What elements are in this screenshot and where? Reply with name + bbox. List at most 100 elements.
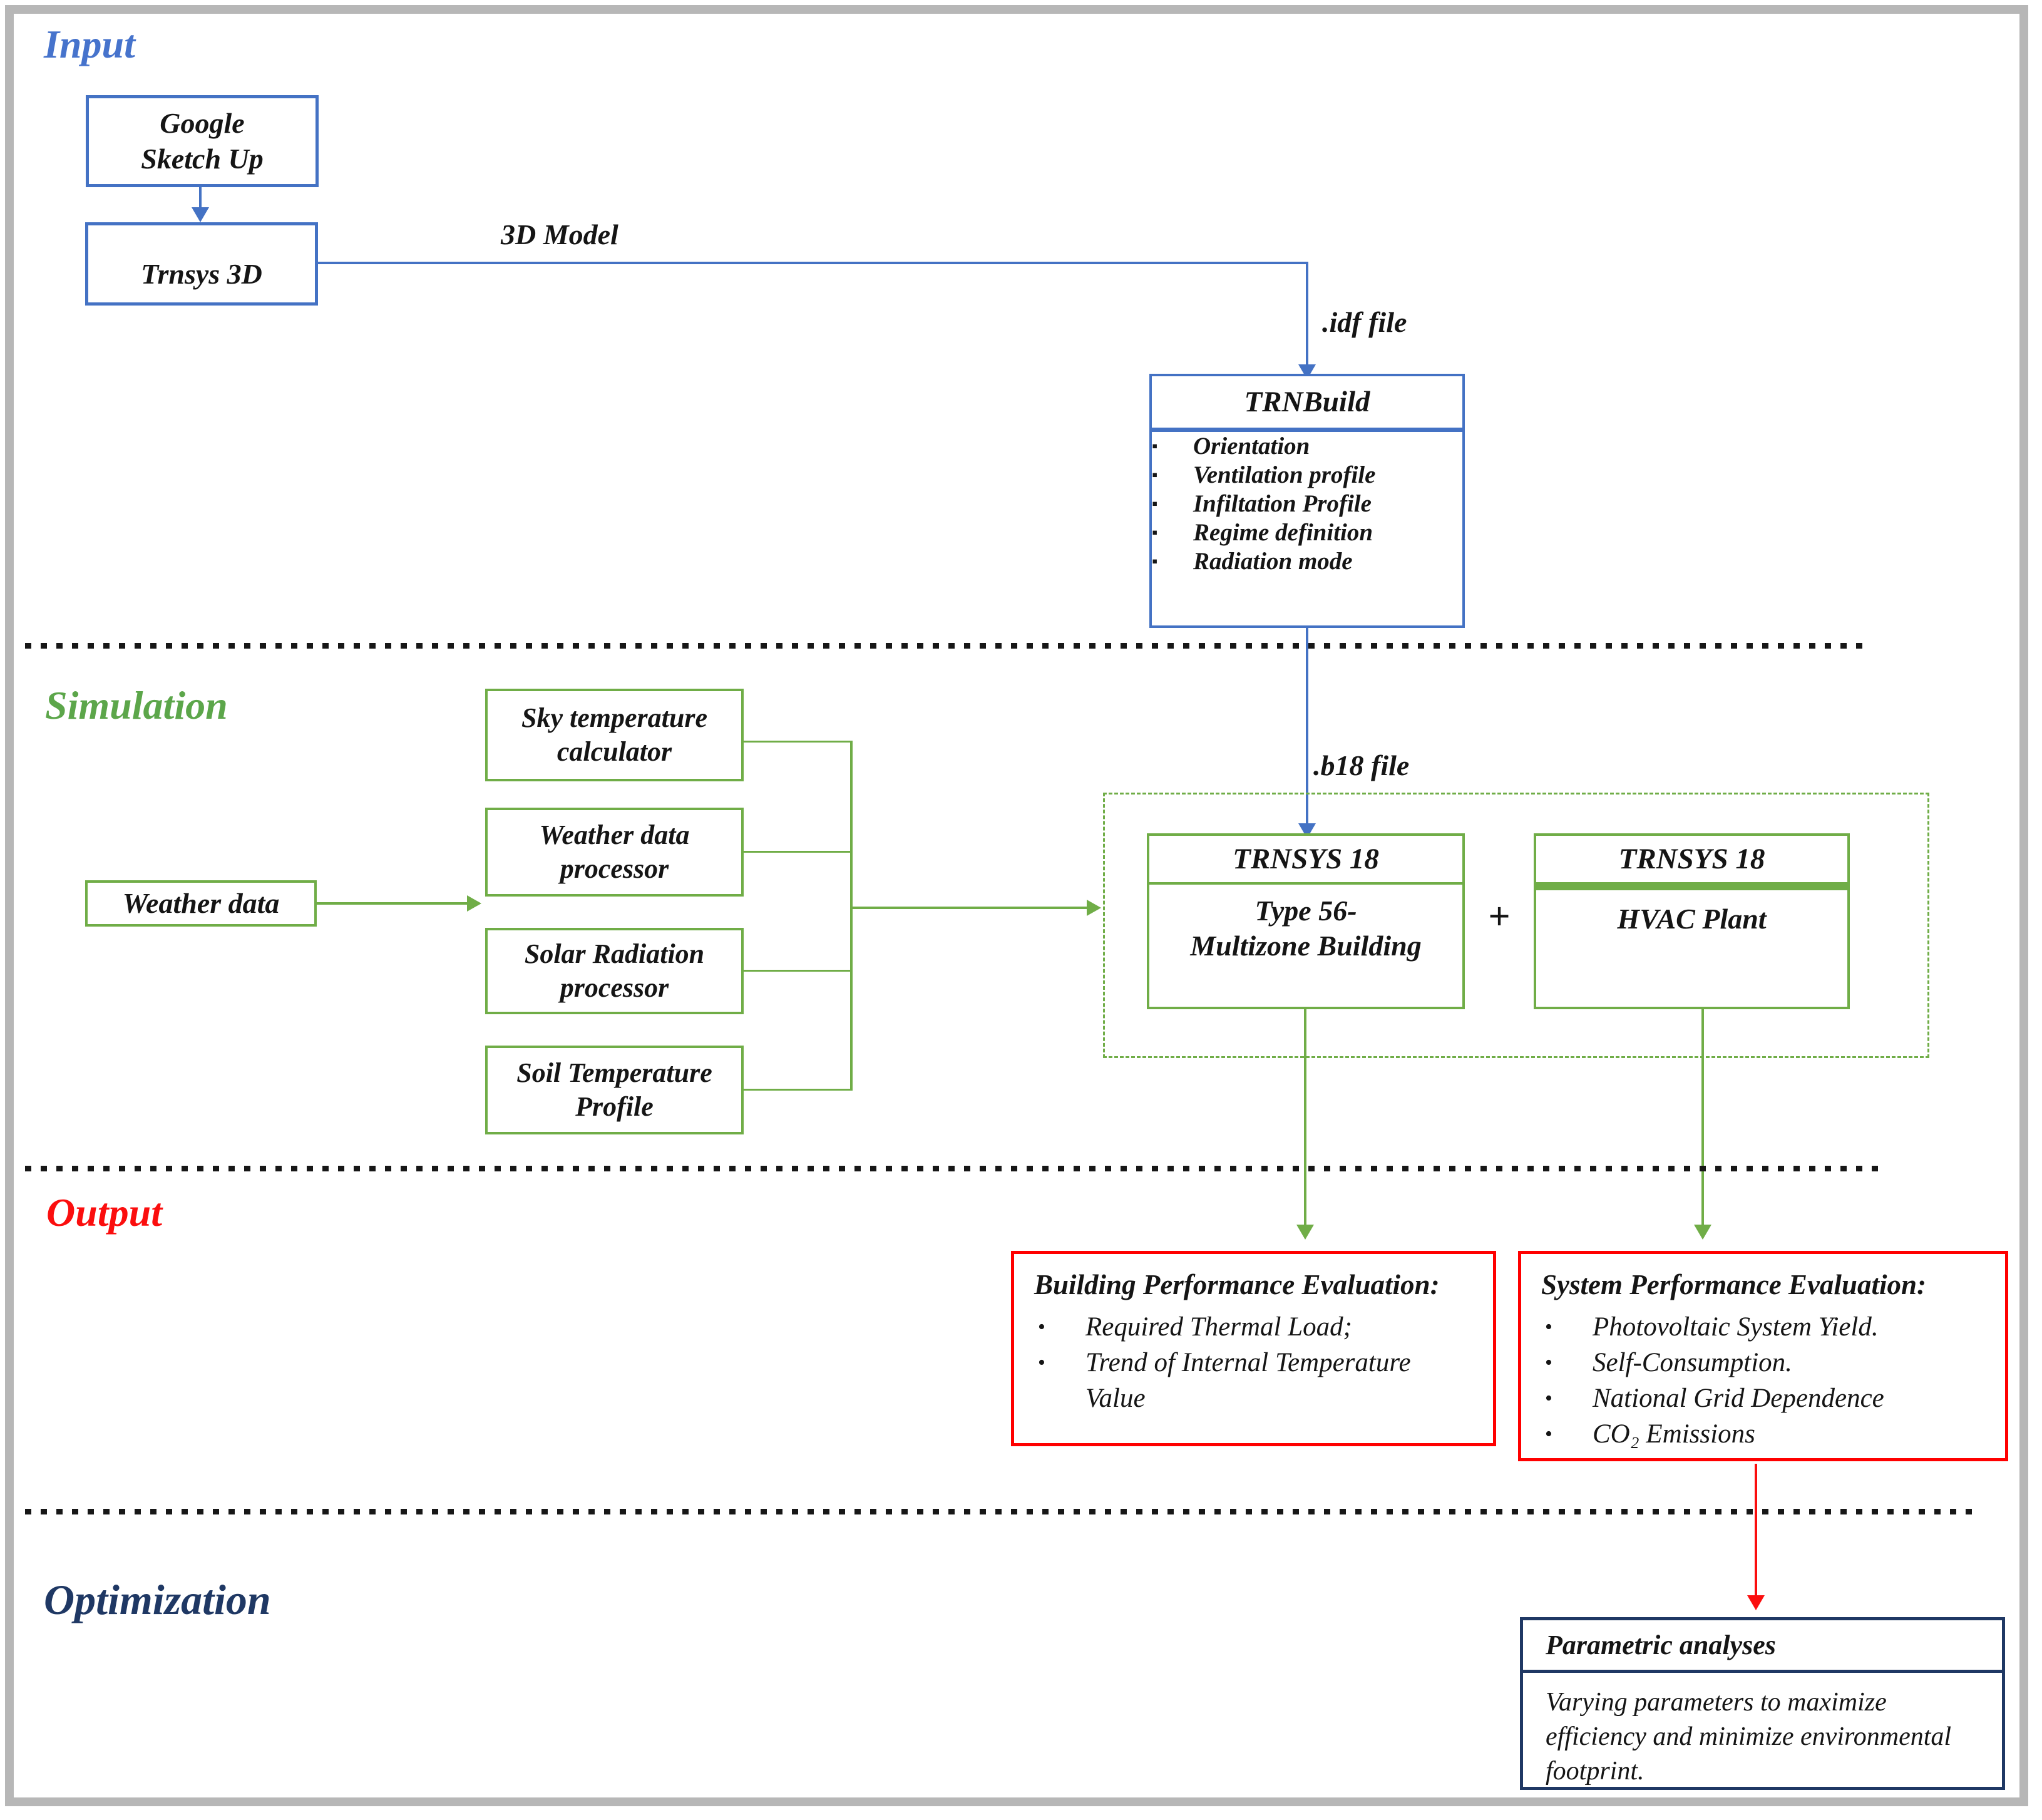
- plus-sign: +: [1488, 895, 1511, 938]
- stub-srp-to-bus: [744, 970, 853, 972]
- google-sketchup-box: Google Sketch Up: [86, 95, 319, 187]
- building-performance-box: Building Performance Evaluation: • Requi…: [1011, 1251, 1496, 1446]
- system-performance-title: System Performance Evaluation:: [1541, 1269, 1926, 1300]
- soil-temperature-profile-label: Soil Temperature Profile: [516, 1057, 712, 1122]
- trnsys-dashed-container: [1103, 793, 1929, 1058]
- weather-data-processor-label: Weather data processor: [539, 820, 690, 884]
- square-bullet-icon: ▪: [1152, 466, 1158, 484]
- system-performance-item-label: CO₂ Emissions: [1593, 1419, 1755, 1449]
- edge-bus-to-trnsys: [850, 907, 1088, 909]
- trnbuild-item: ▪ Infiltation Profile: [1152, 490, 1462, 518]
- system-performance-item-label: National Grid Dependence: [1593, 1383, 1884, 1413]
- trnbuild-item: ▪ Radiation mode: [1152, 547, 1462, 576]
- arrowhead-into-parametric: [1747, 1595, 1765, 1610]
- trnbuild-item: ▪ Regime definition: [1152, 518, 1462, 547]
- building-performance-list: • Required Thermal Load; • Trend of Inte…: [1034, 1309, 1477, 1416]
- trnsys3d-label: Trnsys 3D: [141, 258, 262, 290]
- google-sketchup-line2: Sketch Up: [141, 142, 264, 175]
- parametric-analyses-body: Varying parameters to maximize efficienc…: [1546, 1688, 1952, 1786]
- edge-system-to-parametric: [1755, 1464, 1757, 1596]
- trnsys-hvac-body: HVAC Plant: [1536, 890, 1847, 937]
- trnsys-hvac-box: TRNSYS 18 HVAC Plant: [1534, 833, 1850, 1009]
- trnsys-building-body-line1: Type 56-: [1254, 895, 1357, 927]
- system-performance-list: • Photovoltaic System Yield. • Self-Cons…: [1541, 1309, 1989, 1452]
- arrowhead-weather-to-processors: [467, 895, 481, 912]
- edge-label-b18-file: .b18 file: [1313, 749, 1410, 781]
- trnbuild-item-label: Radiation mode: [1193, 548, 1353, 575]
- parametric-analyses-box: Parametric analyses Varying parameters t…: [1520, 1617, 2005, 1790]
- trnbuild-item-label: Regime definition: [1193, 519, 1373, 546]
- trnsys3d-box: Trnsys 3D: [85, 222, 318, 306]
- edge-label-idf-file: .idf file: [1322, 306, 1407, 338]
- section-title-output: Output: [46, 1190, 162, 1235]
- square-bullet-icon: ▪: [1152, 523, 1158, 542]
- separator-simulation-output: [25, 1166, 1887, 1171]
- system-performance-item-label: Self-Consumption.: [1593, 1347, 1792, 1377]
- edge-label-3d-model: 3D Model: [501, 219, 618, 250]
- edge-google-to-trnsys3d: [199, 187, 202, 208]
- dot-bullet-icon: •: [1545, 1422, 1552, 1446]
- separator-input-simulation: [25, 643, 1872, 649]
- arrowhead-system-evaluation: [1694, 1225, 1711, 1240]
- edge-building-to-evaluation: [1304, 1009, 1306, 1226]
- building-performance-title: Building Performance Evaluation:: [1034, 1269, 1440, 1300]
- trnbuild-item-label: Infiltation Profile: [1193, 490, 1372, 517]
- dot-bullet-icon: •: [1545, 1386, 1552, 1410]
- section-title-input: Input: [44, 22, 135, 66]
- building-performance-item: • Trend of Internal Temperature Value: [1034, 1345, 1477, 1416]
- sky-temperature-calculator-box: Sky temperature calculator: [485, 689, 744, 781]
- trnsys-hvac-header: TRNSYS 18: [1536, 836, 1847, 890]
- edge-3dmodel-horizontal: [318, 262, 1307, 264]
- trnbuild-item-label: Ventilation profile: [1193, 461, 1376, 488]
- system-performance-box: System Performance Evaluation: • Photovo…: [1518, 1251, 2008, 1461]
- trnsys-building-header: TRNSYS 18: [1149, 836, 1462, 885]
- stub-stp-to-bus: [744, 1089, 853, 1091]
- processor-bus-line: [850, 741, 853, 1091]
- trnbuild-header: TRNBuild: [1152, 376, 1462, 432]
- edge-b18-vertical: [1306, 628, 1308, 825]
- square-bullet-icon: ▪: [1152, 437, 1158, 455]
- system-performance-item-label: Photovoltaic System Yield.: [1593, 1312, 1879, 1342]
- sky-temperature-calculator-label: Sky temperature calculator: [521, 702, 707, 767]
- building-performance-item: • Required Thermal Load;: [1034, 1309, 1477, 1345]
- weather-data-processor-box: Weather data processor: [485, 808, 744, 897]
- edge-3dmodel-vertical: [1306, 262, 1308, 366]
- system-performance-item: • Photovoltaic System Yield.: [1541, 1309, 1989, 1345]
- trnsys-hvac-label: HVAC Plant: [1617, 903, 1767, 935]
- trnbuild-list: ▪ Orientation ▪ Ventilation profile ▪ In…: [1152, 432, 1462, 576]
- google-sketchup-line1: Google: [160, 107, 245, 140]
- section-title-simulation: Simulation: [45, 683, 228, 727]
- edge-weather-to-processors: [317, 902, 468, 905]
- arrowhead-bus-to-trnsys: [1087, 900, 1101, 916]
- parametric-analyses-header: Parametric analyses: [1523, 1620, 2002, 1673]
- square-bullet-icon: ▪: [1152, 552, 1158, 570]
- trnbuild-item: ▪ Orientation: [1152, 432, 1462, 461]
- arrowhead-building-evaluation: [1296, 1225, 1314, 1240]
- soil-temperature-profile-box: Soil Temperature Profile: [485, 1046, 744, 1134]
- system-performance-item: • National Grid Dependence: [1541, 1380, 1989, 1416]
- weather-data-label: Weather data: [122, 887, 280, 919]
- square-bullet-icon: ▪: [1152, 495, 1158, 513]
- weather-data-box: Weather data: [85, 880, 317, 927]
- arrowhead-google-to-trnsys3d: [192, 207, 209, 222]
- separator-output-optimization: [25, 1509, 1972, 1514]
- system-performance-item: • Self-Consumption.: [1541, 1345, 1989, 1380]
- trnsys-building-box: TRNSYS 18 Type 56- Multizone Building: [1147, 833, 1465, 1009]
- stub-sky-to-bus: [744, 741, 853, 743]
- building-performance-item-label: Required Thermal Load;: [1085, 1312, 1352, 1342]
- solar-radiation-processor-label: Solar Radiation processor: [524, 938, 705, 1003]
- dot-bullet-icon: •: [1545, 1315, 1552, 1339]
- system-performance-item: • CO₂ Emissions: [1541, 1416, 1989, 1452]
- trnbuild-item-label: Orientation: [1193, 433, 1310, 460]
- trnbuild-item: ▪ Ventilation profile: [1152, 461, 1462, 490]
- dot-bullet-icon: •: [1038, 1315, 1045, 1339]
- building-performance-item-label: Trend of Internal Temperature Value: [1085, 1347, 1411, 1413]
- solar-radiation-processor-box: Solar Radiation processor: [485, 928, 744, 1014]
- stub-wdp-to-bus: [744, 851, 853, 853]
- edge-hvac-to-evaluation: [1701, 1009, 1704, 1226]
- trnbuild-box: TRNBuild ▪ Orientation ▪ Ventilation pro…: [1149, 374, 1465, 628]
- dot-bullet-icon: •: [1038, 1350, 1045, 1374]
- trnsys-building-body: Type 56- Multizone Building: [1149, 885, 1462, 964]
- dot-bullet-icon: •: [1545, 1350, 1552, 1374]
- section-title-optimization: Optimization: [44, 1576, 271, 1623]
